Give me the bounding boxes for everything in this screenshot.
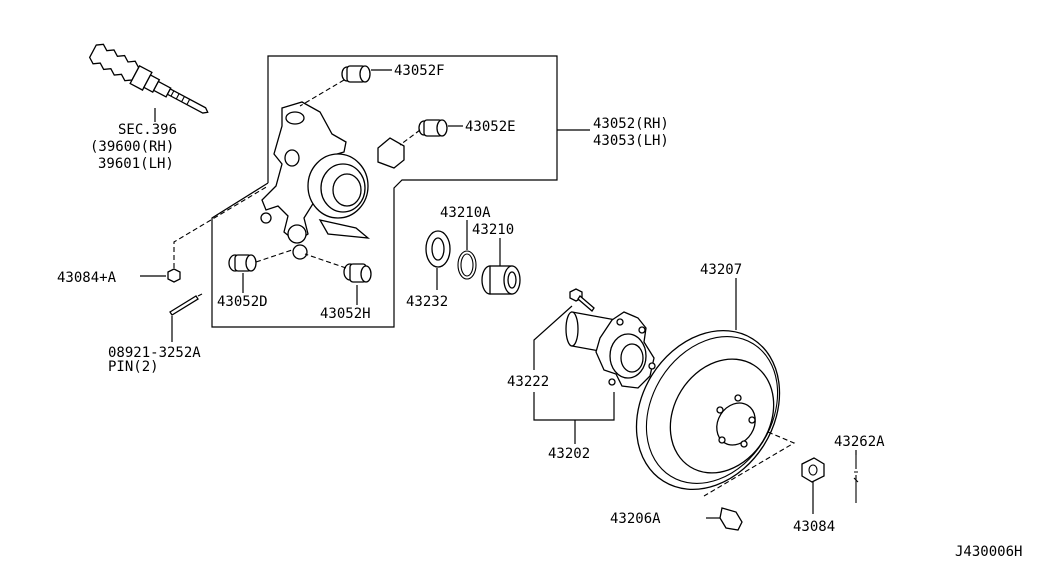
brake-rotor-part[interactable] [608, 304, 809, 516]
nut-a-part[interactable] [167, 268, 181, 283]
knuckle-group-frame [211, 55, 558, 328]
drive-shaft-part[interactable] [88, 42, 213, 122]
label-knuckle-rh[interactable]: 43052(RH) [593, 116, 669, 132]
label-drive-shaft-rh[interactable]: (39600(RH) [90, 139, 174, 155]
label-knuckle-lh[interactable]: 43053(LH) [593, 133, 669, 149]
cotter-pin-part[interactable] [169, 293, 203, 316]
label-pin-note[interactable]: PIN(2) [108, 359, 159, 375]
label-cap[interactable]: 43262A [834, 434, 885, 450]
seal-part[interactable] [425, 230, 451, 268]
bushing-f-part[interactable] [341, 65, 371, 83]
label-rotor-bolt[interactable]: 43206A [610, 511, 661, 527]
bushing-e-part[interactable] [418, 119, 448, 137]
drawing-id: J430006H [955, 544, 1022, 560]
snap-ring-part[interactable] [457, 250, 477, 280]
label-seal[interactable]: 43232 [406, 294, 448, 310]
label-hub-bolt[interactable]: 43222 [507, 374, 549, 390]
rotor-bolt-part[interactable] [719, 507, 743, 531]
label-hub-nut[interactable]: 43084 [793, 519, 835, 535]
label-bushing-h[interactable]: 43052H [320, 306, 371, 322]
label-hub-assy[interactable]: 43202 [548, 446, 590, 462]
label-bearing[interactable]: 43210 [472, 222, 514, 238]
label-sec-ref[interactable]: SEC.396 [118, 122, 177, 138]
steering-knuckle-part[interactable] [260, 101, 405, 260]
label-nut-a[interactable]: 43084+A [57, 270, 117, 286]
label-drive-shaft-lh[interactable]: 39601(LH) [98, 156, 174, 172]
wheel-hub-part[interactable] [565, 311, 656, 389]
wheel-cap-part[interactable] [853, 455, 859, 503]
label-bushing-e[interactable]: 43052E [465, 119, 516, 135]
label-pin-part[interactable]: 08921-3252A [108, 345, 201, 361]
bushing-d-part[interactable] [228, 254, 257, 272]
label-bushing-d[interactable]: 43052D [217, 294, 268, 310]
bushing-h-part[interactable] [343, 263, 372, 283]
label-rotor[interactable]: 43207 [700, 262, 742, 278]
bearing-part[interactable] [481, 265, 521, 295]
label-snap-ring-a[interactable]: 43210A [440, 205, 491, 221]
label-bushing-f[interactable]: 43052F [394, 63, 445, 79]
hub-bolt-part[interactable] [569, 288, 595, 312]
hub-nut-part[interactable] [801, 457, 825, 483]
